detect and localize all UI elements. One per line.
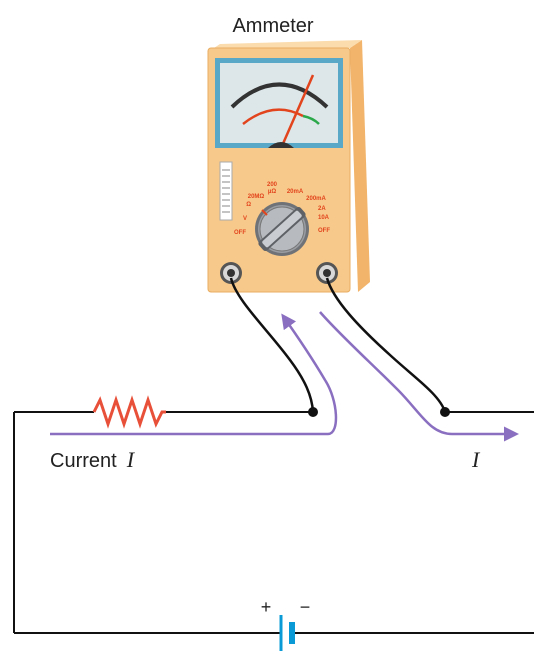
- dial-label: OFF: [234, 230, 246, 236]
- current-symbol: I: [126, 447, 136, 472]
- resistor: [92, 395, 166, 429]
- ammeter-side: [350, 40, 370, 292]
- battery-minus: −: [300, 597, 311, 617]
- ammeter-title: Ammeter: [232, 15, 313, 37]
- selector-knob: [255, 202, 309, 256]
- junction-left: [308, 407, 318, 417]
- terminal-left: [220, 262, 242, 284]
- dial-label: µΩ: [268, 189, 276, 195]
- circuit-wires: [13, 411, 534, 634]
- battery-plus: +: [261, 597, 272, 617]
- display-face: [220, 63, 338, 143]
- dial-label: 200mA: [306, 196, 326, 202]
- dial-label: Ω: [246, 202, 251, 208]
- dial-label: OFF: [318, 228, 330, 234]
- scale-arc-black: [230, 82, 329, 109]
- range-slider: [219, 161, 233, 221]
- dial-label: V: [243, 216, 247, 222]
- dial-label: 200: [267, 182, 278, 188]
- junction-right: [440, 407, 450, 417]
- scale-arc-green: [302, 114, 320, 125]
- current-label: Current I: [50, 447, 136, 472]
- ammeter: OFF V Ω 20MΩ 200 µΩ 20mA 200mA 2A 10A OF…: [207, 40, 370, 293]
- dial-label: 10A: [318, 215, 330, 221]
- current-arrow-right: [319, 311, 519, 442]
- probe-wire-right: [325, 277, 447, 413]
- right-current-symbol: I: [471, 447, 481, 472]
- dial-label: 2A: [318, 206, 326, 212]
- current-arrow-left: [50, 313, 338, 436]
- current-label-text: Current: [50, 450, 117, 472]
- probe-wire-left: [229, 277, 315, 413]
- dial-label: 20MΩ: [248, 194, 265, 200]
- dial-label: 20mA: [287, 189, 304, 195]
- slider-ticks: [222, 169, 230, 213]
- meter-needle: [280, 74, 315, 147]
- terminal-right: [316, 262, 338, 284]
- needle-pivot: [268, 142, 294, 148]
